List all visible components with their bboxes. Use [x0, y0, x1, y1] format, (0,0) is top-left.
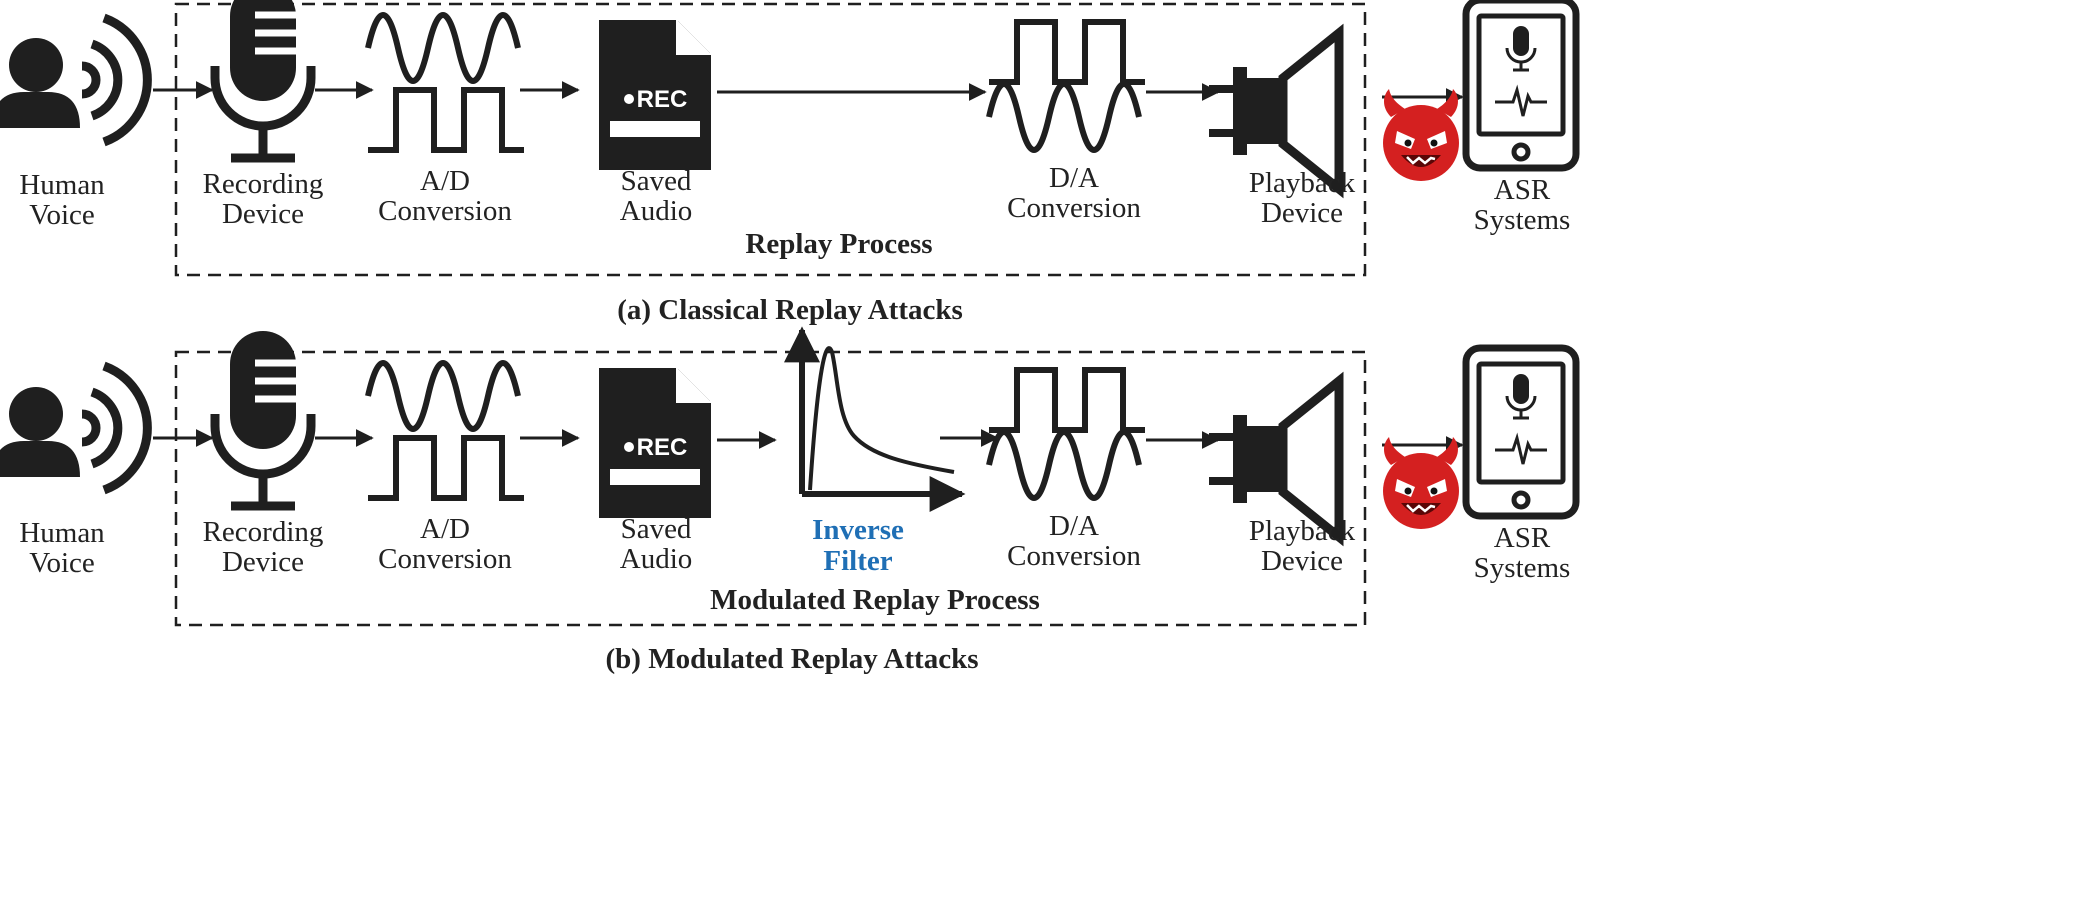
waveform-icon [368, 90, 524, 150]
caption-b: (b) Modulated Replay Attacks [606, 643, 979, 675]
replay-process-title: Replay Process [745, 228, 932, 260]
speaker-icon [1209, 381, 1339, 537]
waveform-icon [989, 22, 1145, 82]
waveform-icon [989, 370, 1145, 430]
person-icon [0, 38, 80, 128]
caption-a: (a) Classical Replay Attacks [617, 294, 963, 326]
filter-curve-icon [802, 330, 962, 494]
microphone-icon [215, 0, 311, 158]
person-icon [0, 387, 80, 477]
waveform-icon [989, 432, 1139, 498]
sound-waves-icon [82, 18, 147, 142]
waveform-icon [368, 363, 518, 429]
replay-process-box [174, 2, 1367, 277]
waveform-icon [989, 84, 1139, 150]
waveform-icon [368, 438, 524, 498]
microphone-icon [215, 331, 311, 506]
sound-waves-icon [82, 366, 147, 490]
waveform-icon [368, 15, 518, 81]
rec-dot [624, 442, 634, 452]
modulated-replay-process-box [174, 350, 1367, 627]
speaker-icon [1209, 33, 1339, 189]
devil-icon [1381, 435, 1461, 531]
smartphone-icon [1466, 0, 1576, 168]
rec-label: REC [637, 434, 688, 461]
modulated-replay-process-title: Modulated Replay Process [710, 584, 1040, 616]
devil-icon [1381, 87, 1461, 183]
rec-label: REC [637, 86, 688, 113]
smartphone-icon [1466, 348, 1576, 516]
rec-dot [624, 94, 634, 104]
